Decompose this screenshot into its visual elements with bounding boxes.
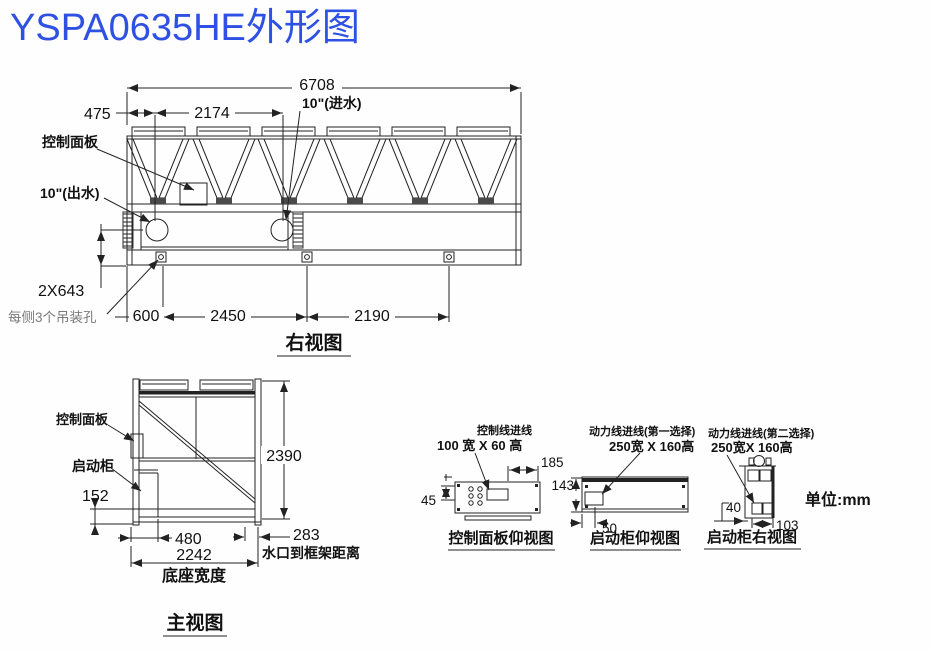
front-control-panel-label: 控制面板 [56, 412, 135, 442]
right-post [254, 378, 262, 526]
dim-pipe-height: 2X643 [38, 224, 143, 300]
dim-152-text: 152 [82, 488, 109, 505]
control-panel-label: 控制面板 [42, 134, 195, 191]
dim-base-width: 2242 底座宽度 [130, 527, 259, 585]
front-control-panel-label-text: 控制面板 [56, 412, 109, 427]
outlet-pipe [145, 218, 169, 242]
lifting-holes-label: 每侧3个吊装孔 [8, 259, 159, 325]
fan-row [131, 126, 511, 137]
cable-cutout [486, 488, 509, 501]
dim-40-text: 40 [726, 500, 741, 515]
dim-total-length-text: 6708 [299, 77, 335, 94]
dim-45-text: 45 [421, 493, 436, 508]
unit-note: 单位:mm [805, 490, 871, 509]
dim-2174-text: 2174 [194, 105, 230, 122]
dim-2x643-text: 2X643 [38, 283, 84, 300]
front-view-title: 主视图 [166, 611, 223, 634]
dim-475-text: 475 [84, 106, 111, 123]
v-coil-bank [126, 138, 518, 204]
water-to-frame-label-text: 水口到框架距离 [262, 545, 360, 561]
dim-base-height: 152 [82, 488, 139, 535]
starter-right-view-drawing: 动力线进线(第二选择) 250宽X 160高 40 103 启动柜右视图 [704, 426, 815, 550]
dim-total-length: 6708 [126, 75, 522, 134]
dim-50-text: 50 [602, 521, 617, 536]
power-entry1-size-text: 250宽 X 160高 [609, 439, 694, 454]
power-entry2-label-text: 动力线进线(第二选择) [708, 426, 815, 440]
dim-2390-text: 2390 [266, 448, 302, 465]
lifting-holes-label-text: 每侧3个吊装孔 [8, 310, 97, 325]
inlet-pipe [270, 218, 294, 242]
starter-right-view-title: 启动柜右视图 [707, 528, 797, 546]
outlet-label-text: 10"(出水) [40, 185, 100, 201]
control-entry-label-text: 控制线进线 [477, 423, 532, 437]
front-view-drawing: 控制面板 启动柜 2390 152 [56, 378, 360, 637]
dim-103-text: 103 [776, 518, 799, 533]
dim-600-text: 600 [133, 308, 160, 325]
starter-bottom-view-drawing: 动力线进线(第一选择) 250宽 X 160高 143 50 启动柜仰视图 [551, 424, 696, 551]
dim-starter-width: 480 [118, 519, 202, 548]
right-view-title: 右视图 [284, 331, 342, 354]
inlet-label: 10"(进水) [283, 95, 362, 221]
panel-bottom-view-title: 控制面板仰视图 [448, 529, 553, 547]
dim-hole-spacings: 600 2450 2190 [115, 266, 450, 325]
base-width-label-text: 底座宽度 [162, 566, 227, 585]
louver-strip-mid [292, 211, 304, 249]
dim-143-text: 143 [551, 478, 574, 493]
dim-2450-text: 2450 [210, 308, 246, 325]
panel-bottom-view-drawing: 控制线进线 100 宽 X 60 高 185 45 控制面板仰视图 [421, 423, 564, 551]
outlet-label: 10"(出水) [40, 185, 151, 223]
right-view-drawing: 6708 475 2174 10"(进水) 控制面板 10"(出水) [8, 75, 522, 357]
starter-top-motor [753, 455, 765, 467]
starter-cabinet-label: 启动柜 [72, 458, 142, 492]
dim-480-text: 480 [175, 531, 202, 548]
panel-body [454, 481, 541, 514]
control-entry-size-text: 100 宽 X 60 高 [437, 438, 522, 453]
dim-2190-text: 2190 [354, 308, 390, 325]
starter-body-bottom [581, 476, 689, 513]
power-cutout-1 [584, 491, 604, 506]
control-panel-label-text: 控制面板 [42, 134, 99, 150]
dim-2242-text: 2242 [176, 547, 212, 564]
dim-185-text: 185 [541, 455, 564, 470]
starter-bottom-view-title: 启动柜仰视图 [590, 529, 680, 547]
drawing-title: YSPA0635HE外形图 [10, 7, 360, 49]
inlet-label-text: 10"(进水) [302, 95, 362, 111]
lifting-holes [155, 251, 455, 263]
dim-height: 2390 [261, 380, 307, 520]
power-cutout-2 [751, 502, 763, 515]
dim-pipe-positions: 475 2174 [84, 104, 283, 123]
dim-283-text: 283 [293, 527, 320, 544]
dim-water-offset: 283 水口到框架距离 [233, 527, 360, 561]
starter-cabinet-label-text: 启动柜 [72, 458, 114, 474]
front-control-panel-box [130, 433, 144, 459]
left-post [132, 378, 140, 526]
power-entry1-label-text: 动力线进线(第一选择) [589, 424, 696, 438]
power-entry2-size-text: 250宽X 160高 [711, 440, 793, 455]
